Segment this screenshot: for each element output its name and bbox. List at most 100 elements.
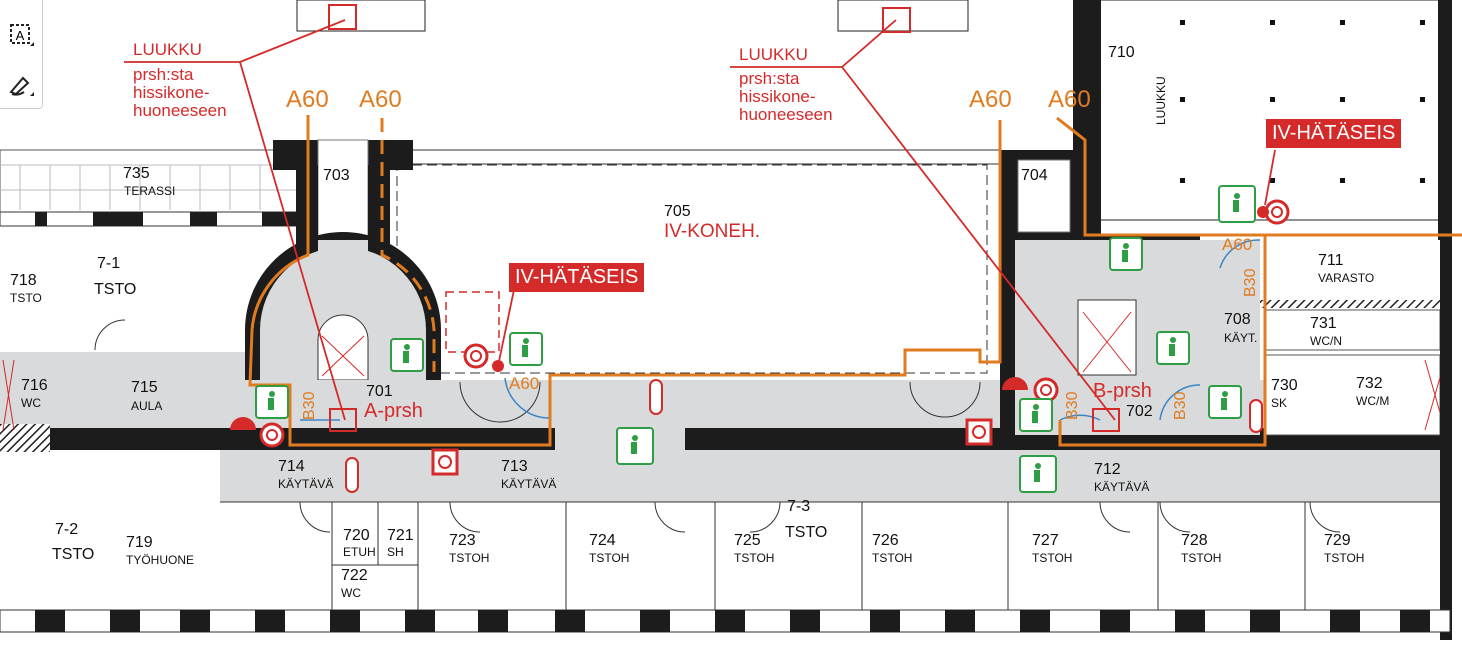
luukku-title: LUUKKU [133, 40, 202, 59]
luukku-line: hissikone- [133, 83, 210, 102]
luukku-line: huoneeseen [133, 101, 227, 120]
luukku-line: hissikone- [739, 87, 816, 106]
room-name: WC/N [1310, 334, 1342, 348]
room-number: 735 [123, 165, 150, 182]
room-number: 730 [1271, 377, 1298, 394]
room-name: TSTO [10, 291, 42, 305]
room-name: SH [387, 545, 404, 559]
room-number: 720 [343, 527, 370, 544]
hatch-marker [329, 408, 357, 432]
room-number: 714 [278, 458, 305, 475]
room-number: 7-3 [787, 498, 811, 515]
text-select-tool[interactable]: A [8, 22, 34, 48]
room-name: KÄYTÄVÄ [501, 477, 557, 491]
room-number: 719 [126, 534, 153, 551]
luukku-title: LUUKKU [739, 45, 808, 64]
annotate-tool[interactable] [8, 72, 34, 98]
rating-a60: A60 [359, 86, 402, 113]
elevator-b [1077, 299, 1137, 376]
room-710-outline [1099, 0, 1441, 221]
room-name: TSTOH [1324, 551, 1365, 565]
room-number: 721 [387, 527, 414, 544]
room-number: 7-2 [55, 521, 79, 538]
room-number: 702 [1126, 403, 1153, 420]
room-number: 729 [1324, 532, 1351, 549]
fire-extinguisher-icon [1249, 399, 1263, 433]
room-name: ETUH [343, 545, 376, 559]
room-number: 727 [1032, 532, 1059, 549]
room-number: 712 [1094, 461, 1121, 478]
door-swings [94, 319, 1341, 533]
room-name: TSTO [94, 281, 137, 298]
emergency-stop-label: IV-HÄTÄSEIS [509, 263, 645, 292]
fire-compartment-lines [248, 115, 1462, 447]
luukku-line: huoneeseen [739, 105, 833, 124]
room-number: 7-1 [97, 255, 121, 272]
annotation-leaders [124, 19, 1276, 421]
terrace [0, 149, 301, 213]
room-number: 711 [1318, 252, 1344, 269]
rating-a60: A60 [509, 374, 540, 393]
elevator-a [317, 314, 369, 381]
room-number: 725 [734, 532, 761, 549]
room-name: WC [341, 586, 361, 600]
room-number: 713 [501, 458, 528, 475]
rating-a60: A60 [969, 86, 1012, 113]
wall [1438, 0, 1452, 240]
running-figure-icons [268, 193, 1240, 482]
room-name: IV-KONEH. [664, 221, 761, 242]
room-name: TSTOH [872, 551, 913, 565]
rating-a60: A60 [1222, 235, 1253, 254]
lower-room-walls [220, 501, 1440, 610]
fire-alarm-icon [1033, 377, 1059, 403]
fire-alarm-icon [1264, 199, 1290, 225]
room-outline [837, 0, 969, 32]
annotation-toolbar: A [0, 0, 43, 109]
fire-alarm-icon [259, 422, 285, 448]
fire-alarm-icon [463, 343, 489, 369]
room-name: VARASTO [1318, 271, 1375, 285]
lower-corridor [220, 450, 1440, 502]
fire-hose-icon [965, 418, 993, 446]
room-number: 704 [1021, 167, 1048, 184]
room-name: TSTO [52, 546, 95, 563]
alarm-bell-icon [1002, 377, 1028, 390]
hatch-marker [1092, 408, 1120, 432]
hatch-marker [328, 4, 357, 30]
room-number: 708 [1224, 311, 1251, 328]
rating-b30: B30 [1064, 391, 1081, 420]
room-number: 716 [21, 377, 48, 394]
svg-text:A: A [16, 28, 25, 43]
column-dots [1180, 20, 1425, 183]
room-705 [396, 164, 988, 374]
rating-b30: B30 [1242, 268, 1259, 297]
room-number: 726 [872, 532, 899, 549]
room-name: TSTOH [589, 551, 630, 565]
room-name: TYÖHUONE [126, 553, 195, 567]
room-name: KÄYTÄVÄ [1094, 480, 1150, 494]
room-name: TSTOH [1032, 551, 1073, 565]
room-name: WC/M [1356, 394, 1390, 408]
rating-b30: B30 [1172, 391, 1189, 420]
luukku-line: prsh:sta [133, 65, 194, 84]
rating-a60: A60 [286, 86, 329, 113]
room-number: 732 [1356, 375, 1383, 392]
room-number: 731 [1310, 315, 1337, 332]
rating-b30: B30 [301, 391, 318, 420]
room-name: KÄYT. [1224, 331, 1258, 345]
fire-extinguisher-icon [345, 457, 359, 493]
room-number: 701 [366, 383, 393, 400]
room-outline [296, 0, 426, 32]
room-name: TSTOH [1181, 551, 1222, 565]
room-number: 710 [1108, 44, 1135, 61]
emergency-stop-dot [492, 360, 504, 372]
room-name: KÄYTÄVÄ [278, 477, 334, 491]
text-select-icon: A [10, 24, 34, 46]
room-number: 718 [10, 272, 37, 289]
fire-extinguisher-icon [649, 379, 663, 415]
stair-a-label: A-prsh [364, 400, 423, 422]
exterior-wall [394, 149, 1001, 165]
room-name: LUUKKU [1154, 76, 1168, 125]
dashed-area [445, 291, 500, 353]
